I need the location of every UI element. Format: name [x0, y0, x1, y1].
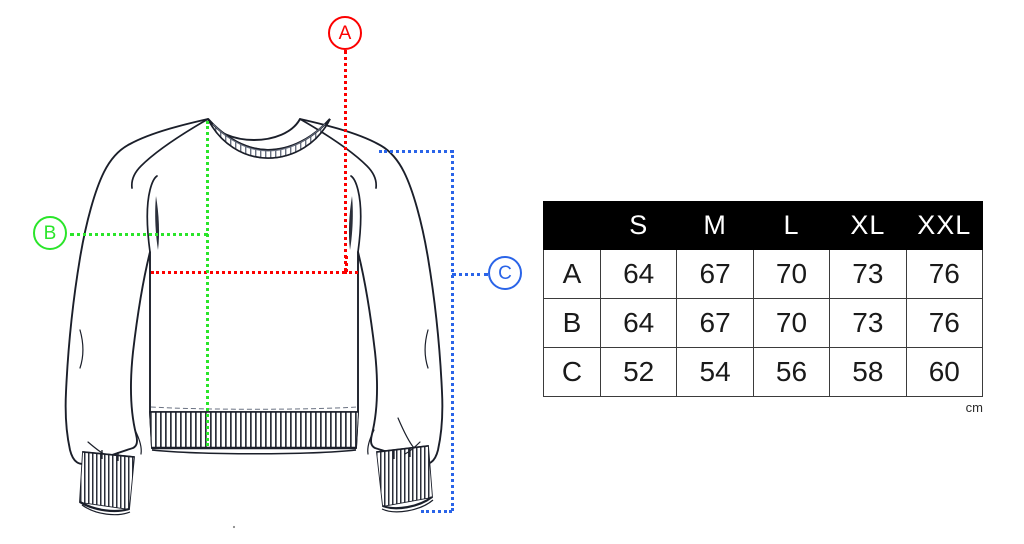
measure-line-a-stub — [345, 256, 348, 272]
header-size-xxl: XXL — [905, 201, 984, 250]
hem-band — [149, 406, 359, 455]
sleeve-folds — [79, 329, 429, 455]
size-table-wrapper: S M L XL XXL A 64 67 70 73 76 B — [543, 201, 984, 397]
measure-line-a-vertical — [344, 50, 347, 272]
table-row: A 64 67 70 73 76 — [543, 249, 984, 299]
cell-c-l: 56 — [752, 347, 831, 397]
cell-b-xxl: 76 — [905, 298, 984, 348]
garment-body — [64, 118, 444, 465]
callout-label-a: A — [338, 22, 352, 44]
table-row: B 64 67 70 73 76 — [543, 298, 984, 348]
cell-c-xxl: 60 — [905, 347, 984, 397]
measure-line-b-vertical — [206, 121, 209, 446]
callout-marker-c[interactable]: C — [488, 256, 522, 290]
cell-a-xxl: 76 — [905, 249, 984, 299]
artifact-dot — [232, 525, 236, 529]
row-key-b: B — [543, 298, 601, 348]
armhole-left — [146, 175, 158, 253]
cell-a-m: 67 — [676, 249, 754, 299]
header-size-xl: XL — [829, 201, 907, 250]
sweatshirt-drawing — [64, 118, 444, 529]
cell-b-l: 70 — [752, 298, 831, 348]
cell-a-s: 64 — [599, 249, 678, 299]
header-size-l: L — [752, 201, 831, 250]
callout-marker-b[interactable]: B — [33, 216, 67, 250]
measure-line-c-connector — [452, 273, 488, 276]
shoulder-seam-left — [130, 118, 209, 189]
callout-marker-a[interactable]: A — [328, 16, 362, 50]
cell-b-s: 64 — [599, 298, 678, 348]
size-table: S M L XL XXL A 64 67 70 73 76 B — [543, 201, 984, 397]
measure-line-c-top — [379, 150, 453, 153]
garment-illustration — [64, 118, 444, 529]
row-key-a: A — [543, 249, 601, 299]
armhole-right — [350, 175, 362, 253]
armhole-accents — [155, 196, 353, 250]
body-outline — [64, 118, 444, 465]
measure-line-a-tail — [344, 271, 358, 274]
measure-line-c-bottom — [421, 510, 452, 513]
cell-a-l: 70 — [752, 249, 831, 299]
row-key-c: C — [543, 347, 601, 397]
cell-b-xl: 73 — [829, 298, 907, 348]
header-size-m: M — [676, 201, 754, 250]
header-size-s: S — [599, 201, 678, 250]
callout-label-c: C — [498, 262, 512, 284]
cell-a-xl: 73 — [829, 249, 907, 299]
cuff-left — [79, 450, 135, 516]
header-row: S M L XL XXL — [543, 201, 984, 250]
cell-b-m: 67 — [676, 298, 754, 348]
cell-c-s: 52 — [599, 347, 678, 397]
size-table-body: A 64 67 70 73 76 B 64 67 70 73 76 C — [543, 249, 984, 397]
header-corner — [543, 201, 601, 250]
callout-label-b: B — [43, 222, 57, 244]
size-table-head: S M L XL XXL — [543, 201, 984, 250]
unit-label: cm — [965, 400, 983, 415]
cuff-right — [376, 444, 434, 513]
cell-c-m: 54 — [676, 347, 754, 397]
table-row: C 52 54 56 58 60 — [543, 347, 984, 397]
measure-line-b-horizontal — [70, 233, 208, 236]
measure-line-a-horizontal — [151, 271, 345, 274]
measure-line-c-vertical — [451, 150, 454, 511]
cell-c-xl: 58 — [829, 347, 907, 397]
